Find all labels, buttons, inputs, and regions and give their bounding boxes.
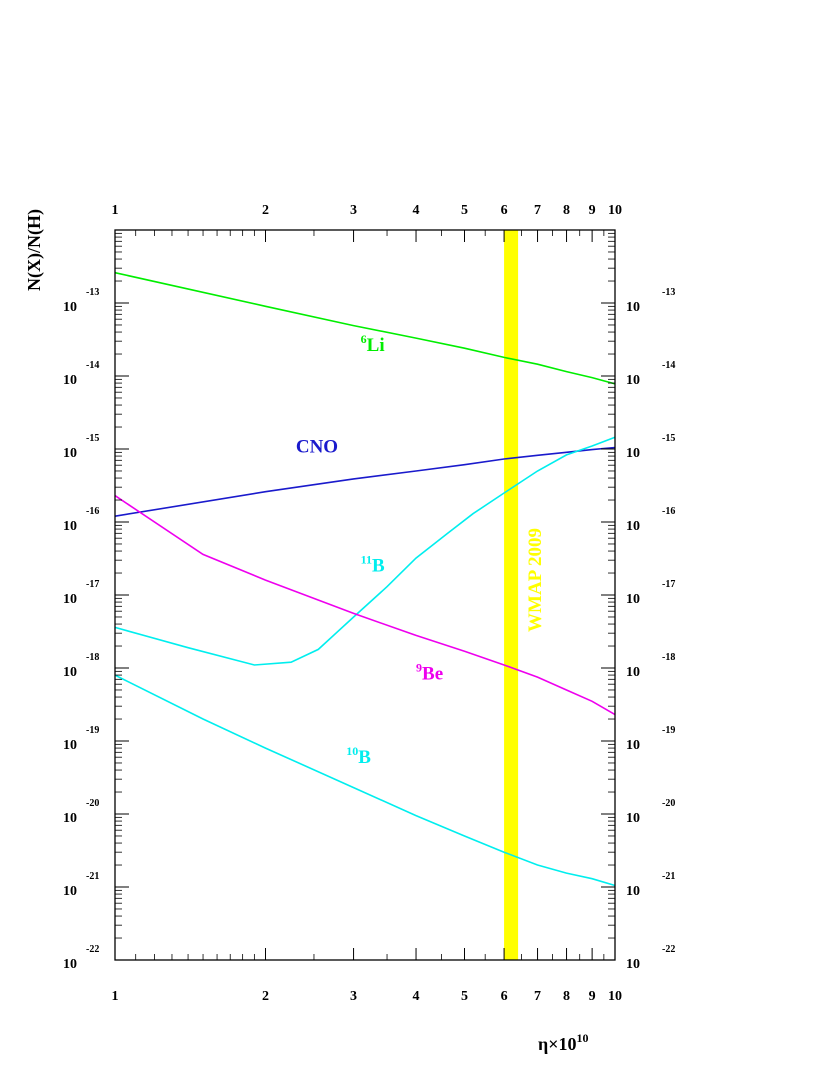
series-label-cno: CNO bbox=[296, 436, 338, 457]
series-line-10b bbox=[114, 674, 616, 887]
x-tick-label-top: 8 bbox=[563, 203, 570, 218]
y-tick-label-right-exponent: -14 bbox=[662, 360, 675, 371]
x-tick-label-top: 5 bbox=[461, 203, 468, 218]
series-label-superscript: 10 bbox=[346, 744, 358, 758]
series-label-9be: 9Be bbox=[416, 660, 443, 684]
y-tick-label-right-exponent: -19 bbox=[662, 725, 675, 736]
x-tick-label-bottom: 8 bbox=[563, 989, 570, 1004]
y-tick-label-left-exponent: -16 bbox=[86, 506, 99, 517]
y-tick-label-left-base: 10 bbox=[63, 300, 77, 315]
x-tick-label-bottom: 1 bbox=[112, 989, 119, 1004]
wmap-band bbox=[504, 230, 519, 960]
y-tick-label-right-base: 10 bbox=[626, 300, 640, 315]
x-axis-title-main: η×10 bbox=[538, 1034, 576, 1054]
y-tick-label-left-base: 10 bbox=[63, 665, 77, 680]
x-tick-label-bottom: 5 bbox=[461, 989, 468, 1004]
series-line-9be bbox=[114, 494, 616, 716]
y-tick-label-right-base: 10 bbox=[626, 519, 640, 534]
x-axis-title: η×1010 bbox=[538, 1031, 588, 1054]
x-tick-label-top: 9 bbox=[589, 203, 596, 218]
y-tick-label-right-base: 10 bbox=[626, 373, 640, 388]
y-tick-label-right-base: 10 bbox=[626, 957, 640, 972]
y-tick-label-right-exponent: -15 bbox=[662, 433, 675, 444]
x-tick-label-bottom: 4 bbox=[413, 989, 420, 1004]
x-tick-label-bottom: 10 bbox=[608, 989, 622, 1004]
x-tick-label-bottom: 2 bbox=[262, 989, 269, 1004]
y-tick-label-left-base: 10 bbox=[63, 957, 77, 972]
y-axis-title: N(X)/N(H) bbox=[24, 209, 45, 291]
y-tick-label-right-exponent: -18 bbox=[662, 652, 675, 663]
y-tick-label-left-exponent: -21 bbox=[86, 871, 99, 882]
y-tick-label-right-exponent: -20 bbox=[662, 798, 675, 809]
x-axis-title-exponent: 10 bbox=[576, 1031, 588, 1045]
y-tick-label-right-exponent: -13 bbox=[662, 287, 675, 298]
y-tick-label-left-base: 10 bbox=[63, 373, 77, 388]
y-tick-label-left-exponent: -17 bbox=[86, 579, 99, 590]
y-tick-label-left-base: 10 bbox=[63, 592, 77, 607]
wmap-band-layer: WMAP 2009 bbox=[504, 230, 546, 960]
y-tick-label-right-exponent: -21 bbox=[662, 871, 675, 882]
y-tick-label-left-exponent: -18 bbox=[86, 652, 99, 663]
y-tick-label-right-base: 10 bbox=[626, 592, 640, 607]
wmap-band-label: WMAP 2009 bbox=[525, 528, 546, 632]
axes-layer: 112233445566778899101010-1310-1310-1410-… bbox=[63, 203, 675, 1004]
x-tick-label-bottom: 9 bbox=[589, 989, 596, 1004]
x-tick-label-top: 1 bbox=[112, 203, 119, 218]
y-tick-label-left-exponent: -15 bbox=[86, 433, 99, 444]
y-tick-label-right-exponent: -16 bbox=[662, 506, 675, 517]
x-tick-label-top: 6 bbox=[501, 203, 508, 218]
y-tick-label-right-exponent: -22 bbox=[662, 944, 675, 955]
series-label-main: Be bbox=[422, 663, 443, 684]
x-tick-label-top: 3 bbox=[350, 203, 357, 218]
x-tick-label-bottom: 3 bbox=[350, 989, 357, 1004]
y-tick-label-right-base: 10 bbox=[626, 811, 640, 826]
y-tick-label-left-exponent: -20 bbox=[86, 798, 99, 809]
x-tick-label-top: 2 bbox=[262, 203, 269, 218]
series-line-11b bbox=[114, 436, 616, 666]
series-layer bbox=[114, 271, 616, 887]
series-label-superscript: 6 bbox=[361, 332, 367, 346]
x-tick-label-top: 10 bbox=[608, 203, 622, 218]
y-tick-label-right-base: 10 bbox=[626, 738, 640, 753]
y-tick-label-right-exponent: -17 bbox=[662, 579, 675, 590]
x-tick-label-top: 7 bbox=[534, 203, 541, 218]
series-label-main: B bbox=[372, 555, 385, 576]
series-line-cno bbox=[114, 446, 616, 517]
y-tick-label-left-exponent: -13 bbox=[86, 287, 99, 298]
series-label-superscript: 9 bbox=[416, 660, 422, 674]
y-tick-label-right-base: 10 bbox=[626, 446, 640, 461]
x-tick-label-top: 4 bbox=[413, 203, 420, 218]
series-label-6li: 6Li bbox=[361, 332, 385, 356]
y-tick-label-left-base: 10 bbox=[63, 519, 77, 534]
y-tick-label-left-base: 10 bbox=[63, 811, 77, 826]
series-label-superscript: 11 bbox=[361, 552, 372, 566]
y-tick-label-left-exponent: -19 bbox=[86, 725, 99, 736]
y-tick-label-left-base: 10 bbox=[63, 738, 77, 753]
series-label-main: Li bbox=[367, 335, 385, 356]
series-line-6li bbox=[114, 271, 616, 385]
y-tick-label-left-exponent: -14 bbox=[86, 360, 99, 371]
x-tick-label-bottom: 7 bbox=[534, 989, 541, 1004]
y-tick-label-left-base: 10 bbox=[63, 446, 77, 461]
series-label-10b: 10B bbox=[346, 744, 371, 768]
series-label-main: B bbox=[358, 747, 371, 768]
y-tick-label-left-exponent: -22 bbox=[86, 944, 99, 955]
series-label-11b: 11B bbox=[361, 552, 385, 576]
x-tick-label-bottom: 6 bbox=[501, 989, 508, 1004]
y-tick-label-right-base: 10 bbox=[626, 884, 640, 899]
y-tick-label-right-base: 10 bbox=[626, 665, 640, 680]
y-tick-label-left-base: 10 bbox=[63, 884, 77, 899]
